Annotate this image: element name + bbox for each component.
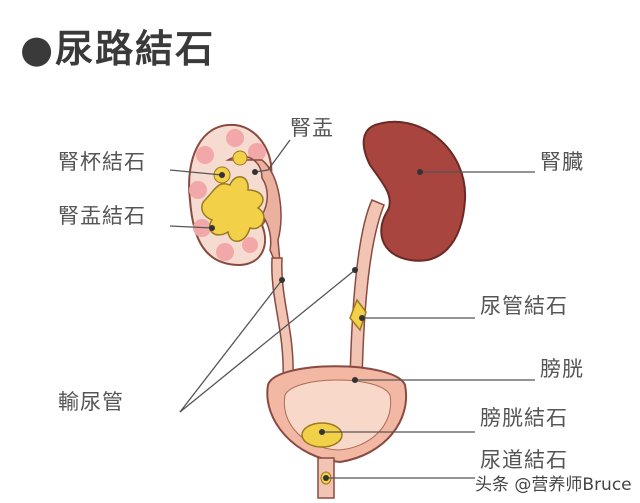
leader-lines <box>169 139 535 479</box>
watermark: 头条 @营养师Bruce <box>475 475 632 495</box>
renal-pelvis <box>225 155 282 263</box>
left-ureter <box>271 257 294 381</box>
label-bladder: 膀胱 <box>540 357 584 381</box>
label-pelvis-stone: 腎盂結石 <box>58 204 146 228</box>
label-ureter-stone: 尿管結石 <box>480 294 568 318</box>
ureter-stone <box>349 298 367 332</box>
diagram-title: ●尿路結石 <box>20 27 216 71</box>
leader-dots <box>209 169 423 481</box>
right-kidney <box>362 120 467 262</box>
staghorn-stone <box>201 176 265 242</box>
label-kidney: 腎臓 <box>540 150 584 174</box>
label-bladder-stone: 膀胱結石 <box>480 406 568 430</box>
calyx-stone <box>232 150 248 166</box>
right-ureter <box>349 199 385 381</box>
label-urethra-stone: 尿道結石 <box>480 448 568 472</box>
label-ureter: 輸尿管 <box>58 390 124 414</box>
label-calyx-stone: 腎杯結石 <box>58 150 146 174</box>
label-renal-pelvis: 腎盂 <box>290 116 334 140</box>
